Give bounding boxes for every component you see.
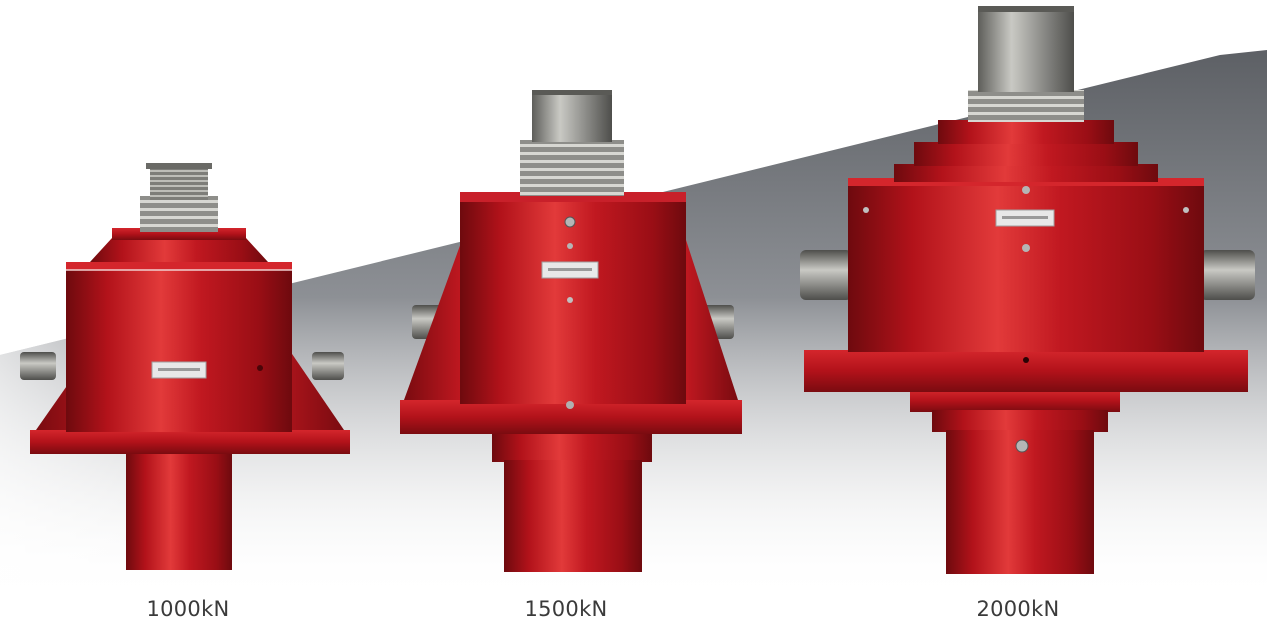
capacity-label-1500kn: 1500kN	[524, 597, 608, 621]
screw-jack-2000kn	[800, 6, 1255, 574]
capacity-label-1000kn: 1000kN	[146, 597, 230, 621]
screw-jack-1500kn	[400, 90, 742, 572]
screw-jack-1000kn	[20, 163, 350, 570]
capacity-label-2000kn: 2000kN	[976, 597, 1060, 621]
